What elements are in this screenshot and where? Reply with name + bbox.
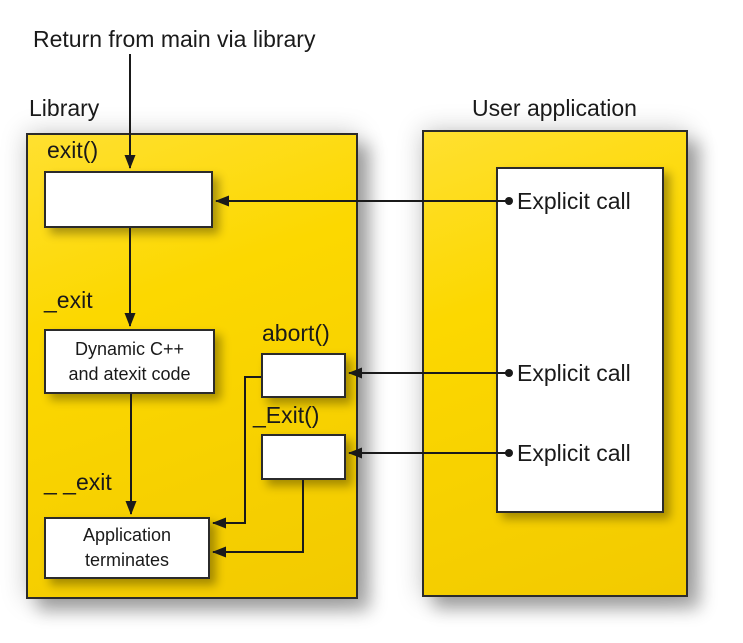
explicit-call-label-2: Explicit call	[517, 360, 631, 386]
double-underscore-exit-label: _ _exit	[44, 469, 112, 495]
underscore-exit-label: _exit	[44, 287, 93, 313]
capital-exit-function-label: _Exit()	[253, 402, 320, 428]
library-panel-title: Library	[29, 95, 100, 121]
user-application-panel-title: User application	[472, 95, 637, 121]
dynamic-cpp-atexit-box: Dynamic C++ and atexit code	[44, 329, 215, 394]
return-from-main-annotation: Return from main via library	[33, 26, 316, 52]
capital-exit-entry-box	[261, 434, 346, 480]
exit-entry-box	[44, 171, 213, 228]
dynamic-cpp-atexit-line1: Dynamic C++	[74, 338, 185, 359]
abort-entry-box	[261, 353, 346, 398]
application-terminates-line2: terminates	[84, 550, 170, 570]
exit-function-label: exit()	[47, 137, 99, 163]
abort-function-label: abort()	[262, 320, 330, 346]
application-terminates-box: Application terminates	[44, 517, 210, 579]
explicit-call-label-3: Explicit call	[517, 440, 631, 466]
application-terminates-line1: Application	[82, 525, 172, 545]
user-code-box	[496, 167, 664, 513]
dynamic-cpp-atexit-line2: and atexit code	[68, 363, 191, 384]
explicit-call-label-1: Explicit call	[517, 188, 631, 214]
